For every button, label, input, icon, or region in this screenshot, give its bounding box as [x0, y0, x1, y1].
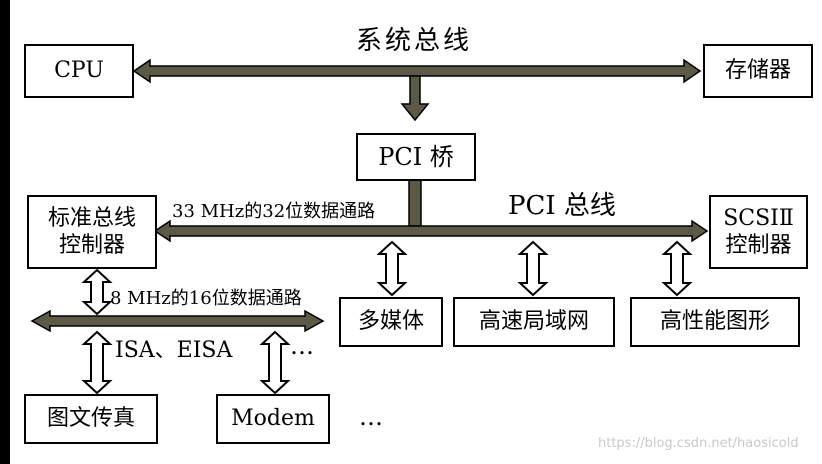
cpu-label: CPU — [54, 58, 104, 84]
isa-bus-arrow — [30, 309, 325, 333]
ellipsis-devices: … — [359, 403, 383, 431]
multimedia-label: 多媒体 — [357, 309, 424, 335]
isa-to-modem-arrow — [259, 330, 291, 395]
memory-label: 存储器 — [724, 58, 791, 84]
graphics-box: 高性能图形 — [630, 297, 800, 347]
std-bus-controller-line2: 控制器 — [58, 233, 125, 258]
cpu-box: CPU — [24, 44, 134, 98]
pci-to-lan-arrow — [517, 240, 549, 297]
ellipsis-isa: … — [290, 332, 314, 360]
graphics-label: 高性能图形 — [659, 309, 770, 335]
fax-label: 图文传真 — [46, 406, 135, 432]
system-bus-arrow — [132, 58, 702, 84]
system-to-bridge-arrow — [400, 75, 430, 122]
pci-bus-arrow — [153, 219, 709, 243]
scsi-controller-box: SCSIⅡ 控制器 — [709, 195, 808, 269]
pci-bus-label: PCI 总线 — [508, 191, 616, 221]
pci-datapath-label: 33 MHz的32位数据通路 — [172, 201, 376, 222]
std-bus-controller-line1: 标准总线 — [47, 205, 136, 231]
pci-to-graphics-arrow — [661, 240, 693, 297]
std-bus-controller-box: 标准总线 控制器 — [27, 195, 157, 269]
watermark: https://blog.csdn.net/haosicold — [598, 436, 799, 451]
isa-eisa-label: ISA、EISA — [115, 338, 233, 363]
memory-box: 存储器 — [703, 44, 813, 98]
multimedia-box: 多媒体 — [339, 297, 443, 347]
modem-box: Modem — [216, 394, 330, 444]
lan-label: 高速局域网 — [478, 309, 589, 335]
fax-box: 图文传真 — [24, 394, 158, 444]
modem-label: Modem — [231, 406, 315, 432]
left-edge-bar — [0, 0, 10, 464]
bridge-to-pci-connector — [408, 179, 422, 227]
lan-box: 高速局域网 — [453, 297, 615, 347]
system-bus-label: 系统总线 — [356, 26, 473, 56]
pci-bridge-box: PCI 桥 — [356, 133, 476, 181]
ctrl-to-isa-arrow — [81, 268, 113, 316]
isa-to-fax-arrow — [81, 330, 113, 395]
isa-datapath-label: 8 MHz的16位数据通路 — [110, 288, 302, 309]
pci-to-multimedia-arrow — [376, 240, 408, 297]
scsi-controller-line1: SCSIⅡ — [723, 205, 794, 231]
scsi-controller-line2: 控制器 — [725, 233, 792, 258]
pci-bridge-label: PCI 桥 — [378, 143, 454, 171]
